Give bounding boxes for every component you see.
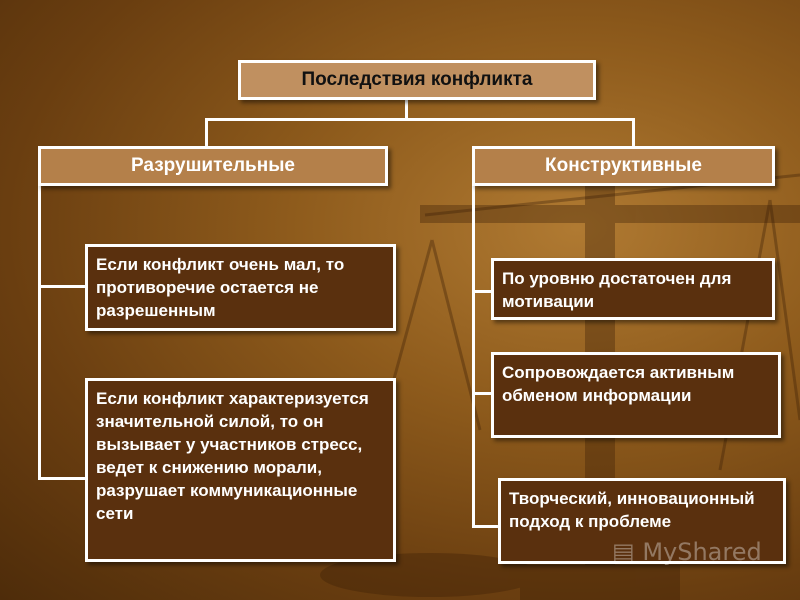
root-label: Последствия конфликта bbox=[301, 69, 533, 90]
destructive-title: Разрушительные bbox=[131, 155, 295, 176]
constructive-item-1-text: По уровню достаточен для мотивации bbox=[502, 269, 732, 311]
constructive-item-2-text: Сопровождается активным обменом информац… bbox=[502, 363, 735, 405]
right-branch-2 bbox=[472, 392, 494, 395]
constructive-title: Конструктивные bbox=[545, 155, 702, 176]
connector-right-down bbox=[632, 118, 635, 148]
destructive-header: Разрушительные bbox=[38, 146, 388, 186]
left-spine bbox=[38, 183, 41, 480]
constructive-item-2: Сопровождается активным обменом информац… bbox=[491, 352, 781, 438]
right-branch-3 bbox=[472, 525, 500, 528]
destructive-item-1: Если конфликт очень мал, то противоречие… bbox=[85, 244, 396, 331]
watermark-icon: ▤ bbox=[612, 538, 635, 566]
destructive-item-1-text: Если конфликт очень мал, то противоречие… bbox=[96, 255, 345, 320]
watermark-text: MyShared bbox=[642, 538, 762, 566]
constructive-item-3-text: Творческий, инновационный подход к пробл… bbox=[509, 489, 755, 531]
destructive-item-2: Если конфликт характеризуется значительн… bbox=[85, 378, 396, 562]
right-spine bbox=[472, 183, 475, 528]
root-node: Последствия конфликта bbox=[238, 60, 596, 100]
connector-root-down bbox=[405, 98, 408, 120]
destructive-item-2-text: Если конфликт характеризуется значительн… bbox=[96, 389, 369, 523]
constructive-item-3: Творческий, инновационный подход к пробл… bbox=[498, 478, 786, 564]
left-branch-2 bbox=[38, 477, 88, 480]
connector-horizontal bbox=[205, 118, 635, 121]
right-branch-1 bbox=[472, 290, 494, 293]
left-branch-1 bbox=[38, 285, 88, 288]
connector-left-down bbox=[205, 118, 208, 148]
watermark-logo: ▤ MyShared bbox=[612, 538, 762, 566]
constructive-header: Конструктивные bbox=[472, 146, 775, 186]
constructive-item-1: По уровню достаточен для мотивации bbox=[491, 258, 775, 320]
